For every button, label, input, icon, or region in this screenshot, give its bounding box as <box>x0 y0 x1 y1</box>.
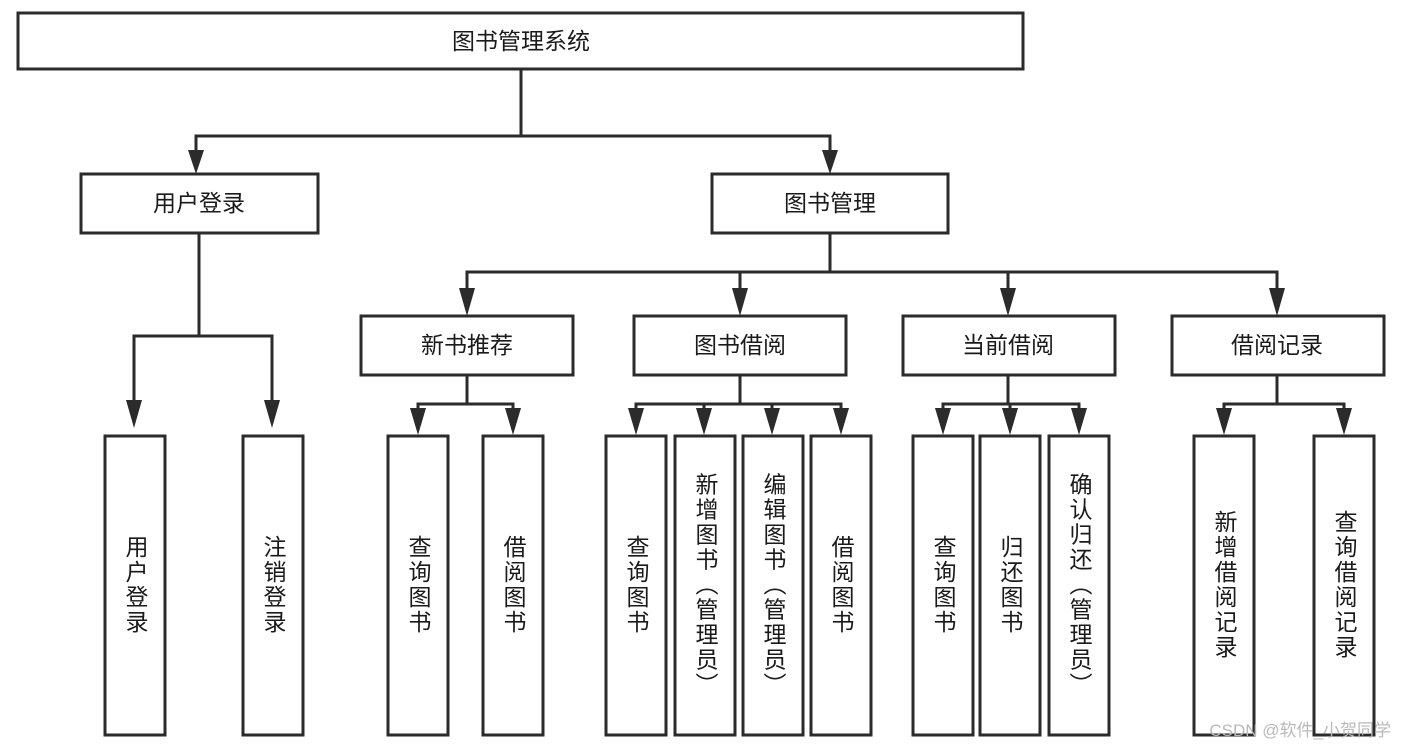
node-book-borrow-label: 图书借阅 <box>694 332 786 358</box>
node-leaf-return-book-box[interactable] <box>978 434 1042 737</box>
node-leaf-edit-book[interactable]: 编辑图书（管理员） <box>741 434 805 737</box>
node-leaf-query-book-1-label: 查询图书 <box>405 535 432 635</box>
node-leaf-add-record[interactable]: 新增借阅记录 <box>1192 434 1256 737</box>
node-leaf-logout[interactable]: 注销登录 <box>241 434 305 737</box>
node-root-label: 图书管理系统 <box>452 28 590 54</box>
node-leaf-query-book-3-box[interactable] <box>911 434 975 737</box>
arrow-head-leaf-edit-book <box>764 408 780 435</box>
node-current-borrow-box[interactable] <box>901 314 1117 377</box>
arrow-head-borrow-record <box>1269 288 1285 316</box>
arrow-head-current-borrow <box>1000 288 1016 316</box>
node-leaf-logout-box[interactable] <box>241 434 305 737</box>
node-user-login-label: 用户登录 <box>153 190 245 216</box>
node-leaf-add-book[interactable]: 新增图书（管理员） <box>673 434 737 737</box>
node-leaf-borrow-book-2-box[interactable] <box>809 434 873 737</box>
node-leaf-borrow-book-2-label: 借阅图书 <box>828 535 855 635</box>
arrow-head-new-book-recommend <box>459 288 475 316</box>
node-leaf-borrow-book-1-box[interactable] <box>481 434 545 737</box>
node-user-login[interactable]: 用户登录 <box>79 172 320 235</box>
node-leaf-query-book-2[interactable]: 查询图书 <box>604 434 668 737</box>
node-leaf-user-login-label: 用户登录 <box>122 535 149 635</box>
arrow-head-leaf-borrow-book-2 <box>833 408 849 435</box>
node-leaf-query-book-1-box[interactable] <box>386 434 450 737</box>
node-leaf-return-book[interactable]: 归还图书 <box>978 434 1042 737</box>
node-current-borrow-label: 当前借阅 <box>962 332 1054 358</box>
node-borrow-record-box[interactable] <box>1170 314 1386 377</box>
node-leaf-user-login[interactable]: 用户登录 <box>103 434 167 737</box>
node-leaf-query-book-2-label: 查询图书 <box>623 535 650 635</box>
arrow-head-leaf-borrow-book-1 <box>505 408 521 435</box>
node-book-manage-label: 图书管理 <box>784 190 876 216</box>
arrow-head-leaf-add-book <box>696 408 712 435</box>
node-leaf-add-record-box[interactable] <box>1192 434 1256 737</box>
node-leaf-borrow-book-1-label: 借阅图书 <box>500 535 527 635</box>
node-leaf-logout-label: 注销登录 <box>260 535 287 635</box>
node-new-book-recommend[interactable]: 新书推荐 <box>359 314 575 377</box>
arrow-head-leaf-query-record <box>1336 408 1352 435</box>
arrow-head-leaf-query-book-3 <box>935 408 951 435</box>
node-leaf-query-record-label: 查询借阅记录 <box>1331 510 1358 660</box>
node-book-borrow[interactable]: 图书借阅 <box>632 314 848 377</box>
node-borrow-record[interactable]: 借阅记录 <box>1170 314 1386 377</box>
node-leaf-query-book-3-label: 查询图书 <box>930 535 957 635</box>
node-leaf-query-book-1[interactable]: 查询图书 <box>386 434 450 737</box>
connector-layer <box>126 67 1352 435</box>
node-leaf-query-record-box[interactable] <box>1312 434 1376 737</box>
node-leaf-borrow-book-2[interactable]: 借阅图书 <box>809 434 873 737</box>
node-root[interactable]: 图书管理系统 <box>16 11 1025 71</box>
arrow-head-leaf-user-login <box>126 400 142 428</box>
arrow-head-leaf-return-book <box>1002 408 1018 435</box>
node-book-borrow-box[interactable] <box>632 314 848 377</box>
node-new-book-recommend-box[interactable] <box>359 314 575 377</box>
node-leaf-query-book-2-box[interactable] <box>604 434 668 737</box>
node-book-manage-box[interactable] <box>710 172 950 235</box>
node-leaf-edit-book-label: 编辑图书（管理员） <box>760 473 787 698</box>
node-leaf-add-record-label: 新增借阅记录 <box>1211 510 1238 660</box>
node-leaf-user-login-box[interactable] <box>103 434 167 737</box>
arrow-head-leaf-query-book-2 <box>628 408 644 435</box>
node-book-manage[interactable]: 图书管理 <box>710 172 950 235</box>
node-leaf-query-record[interactable]: 查询借阅记录 <box>1312 434 1376 737</box>
node-borrow-record-label: 借阅记录 <box>1231 332 1323 358</box>
node-new-book-recommend-label: 新书推荐 <box>421 332 513 358</box>
arrow-head-leaf-logout <box>264 400 280 428</box>
node-root-box[interactable] <box>16 11 1025 71</box>
node-leaf-add-book-label: 新增图书（管理员） <box>692 473 719 698</box>
node-leaf-query-book-3[interactable]: 查询图书 <box>911 434 975 737</box>
node-leaf-borrow-book-1[interactable]: 借阅图书 <box>481 434 545 737</box>
node-leaf-confirm-return-box[interactable] <box>1047 434 1111 737</box>
node-leaf-confirm-return[interactable]: 确认归还（管理员） <box>1047 434 1111 737</box>
node-leaf-edit-book-box[interactable] <box>741 434 805 737</box>
node-leaf-return-book-label: 归还图书 <box>997 535 1024 635</box>
node-leaf-add-book-box[interactable] <box>673 434 737 737</box>
arrow-head-book-manage <box>822 150 838 174</box>
node-current-borrow[interactable]: 当前借阅 <box>901 314 1117 377</box>
arrow-head-leaf-add-record <box>1216 408 1232 435</box>
arrow-head-book-borrow <box>732 288 748 316</box>
node-leaf-confirm-return-label: 确认归还（管理员） <box>1066 473 1093 698</box>
arrow-head-leaf-query-book-1 <box>410 408 426 435</box>
node-user-login-box[interactable] <box>79 172 320 235</box>
arrow-head-leaf-confirm-return <box>1071 408 1087 435</box>
arrow-head-user-login <box>188 150 204 174</box>
